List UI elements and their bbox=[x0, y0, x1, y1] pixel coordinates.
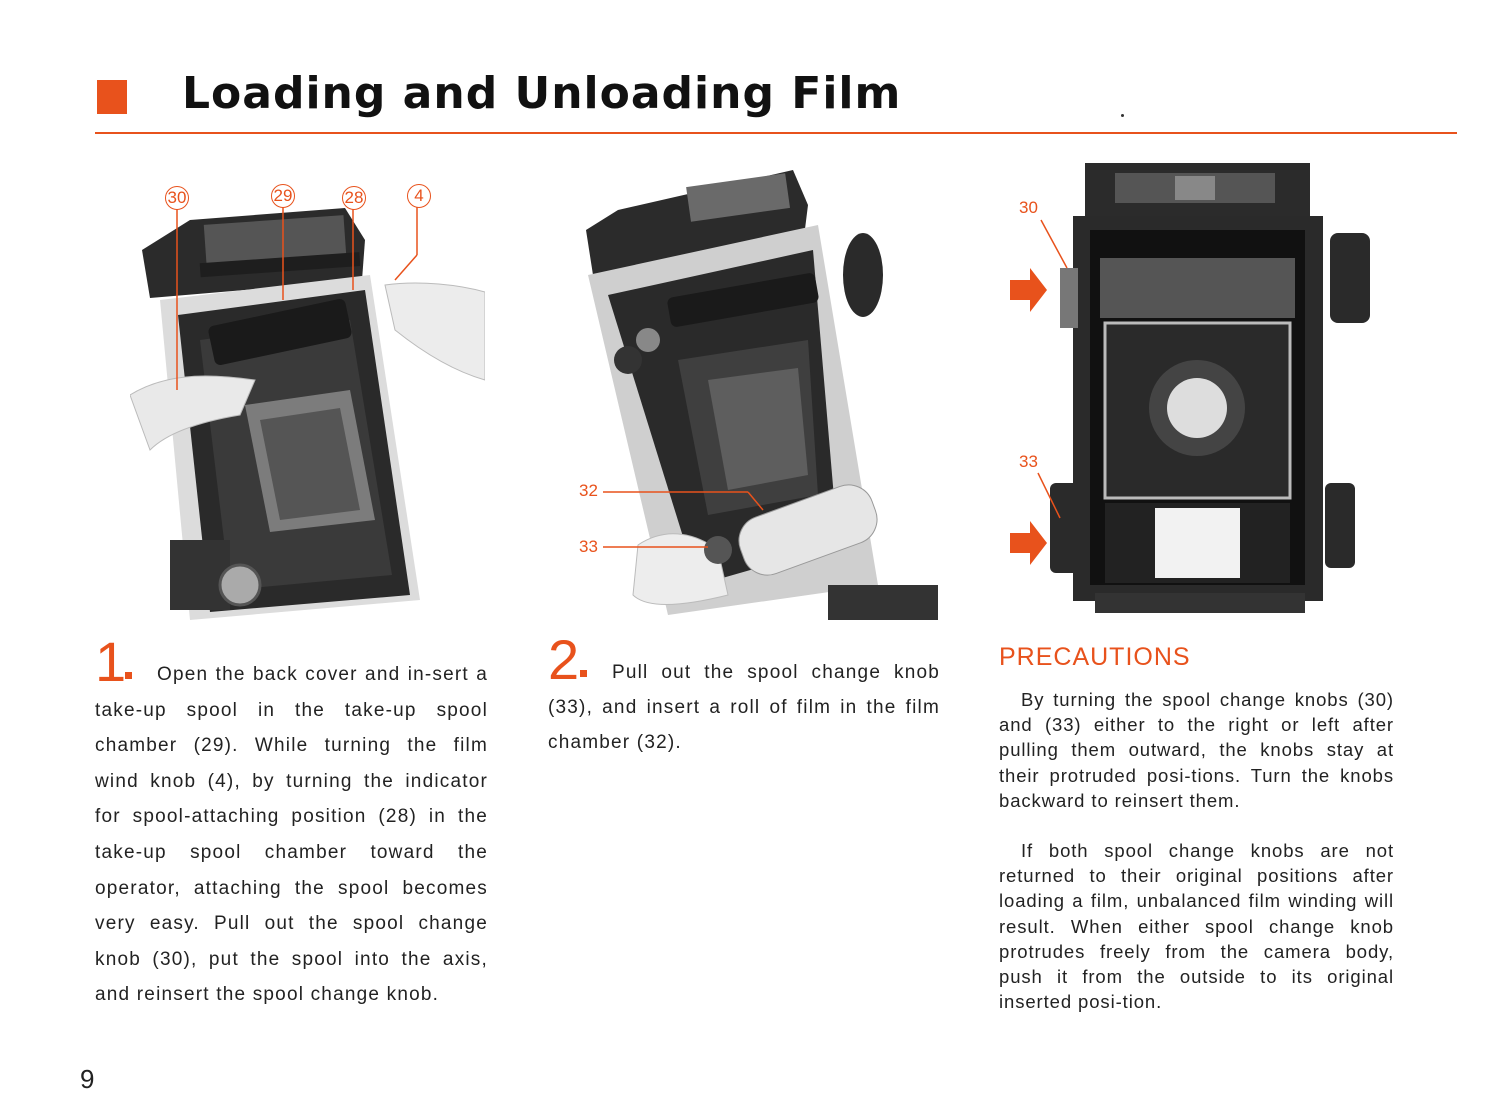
callout-33: 33 bbox=[579, 537, 598, 556]
callout-32: 32 bbox=[579, 481, 598, 500]
page-number: 9 bbox=[80, 1064, 95, 1094]
callout-28: 28 bbox=[342, 186, 366, 210]
callout-29: 29 bbox=[271, 184, 295, 208]
camera-back-open-illustration bbox=[130, 180, 485, 622]
step-2-instructions: Pull out the spool change knob (33), and… bbox=[548, 662, 940, 753]
photo-spool-change-knobs bbox=[1005, 158, 1375, 618]
step-1-number: 1 bbox=[95, 630, 127, 693]
photo-insert-film-roll bbox=[578, 165, 938, 620]
camera-film-chamber-illustration bbox=[578, 165, 938, 620]
title-marker-square bbox=[97, 80, 127, 114]
precautions-paragraph-2: If both spool change knobs are not retur… bbox=[999, 840, 1394, 1013]
step-2-number: 2 bbox=[548, 628, 580, 691]
step-1-instructions: Open the back cover and in-sert a take-u… bbox=[95, 664, 488, 1006]
step-1-dot bbox=[125, 672, 132, 679]
precautions-paragraph-1: By turning the spool change knobs (30) a… bbox=[999, 689, 1394, 811]
print-speck bbox=[1121, 114, 1124, 117]
header-divider bbox=[95, 132, 1457, 134]
step-2-dot bbox=[580, 670, 587, 677]
callout-30: 30 bbox=[1019, 198, 1038, 217]
page-title: Loading and Unloading Film bbox=[182, 68, 902, 119]
callout-33: 33 bbox=[1019, 452, 1038, 471]
callout-4: 4 bbox=[407, 184, 431, 208]
camera-rear-view-illustration bbox=[1005, 158, 1375, 618]
callout-30: 30 bbox=[165, 186, 189, 210]
precautions-heading: PRECAUTIONS bbox=[999, 643, 1191, 671]
photo-open-back-cover bbox=[130, 180, 485, 622]
